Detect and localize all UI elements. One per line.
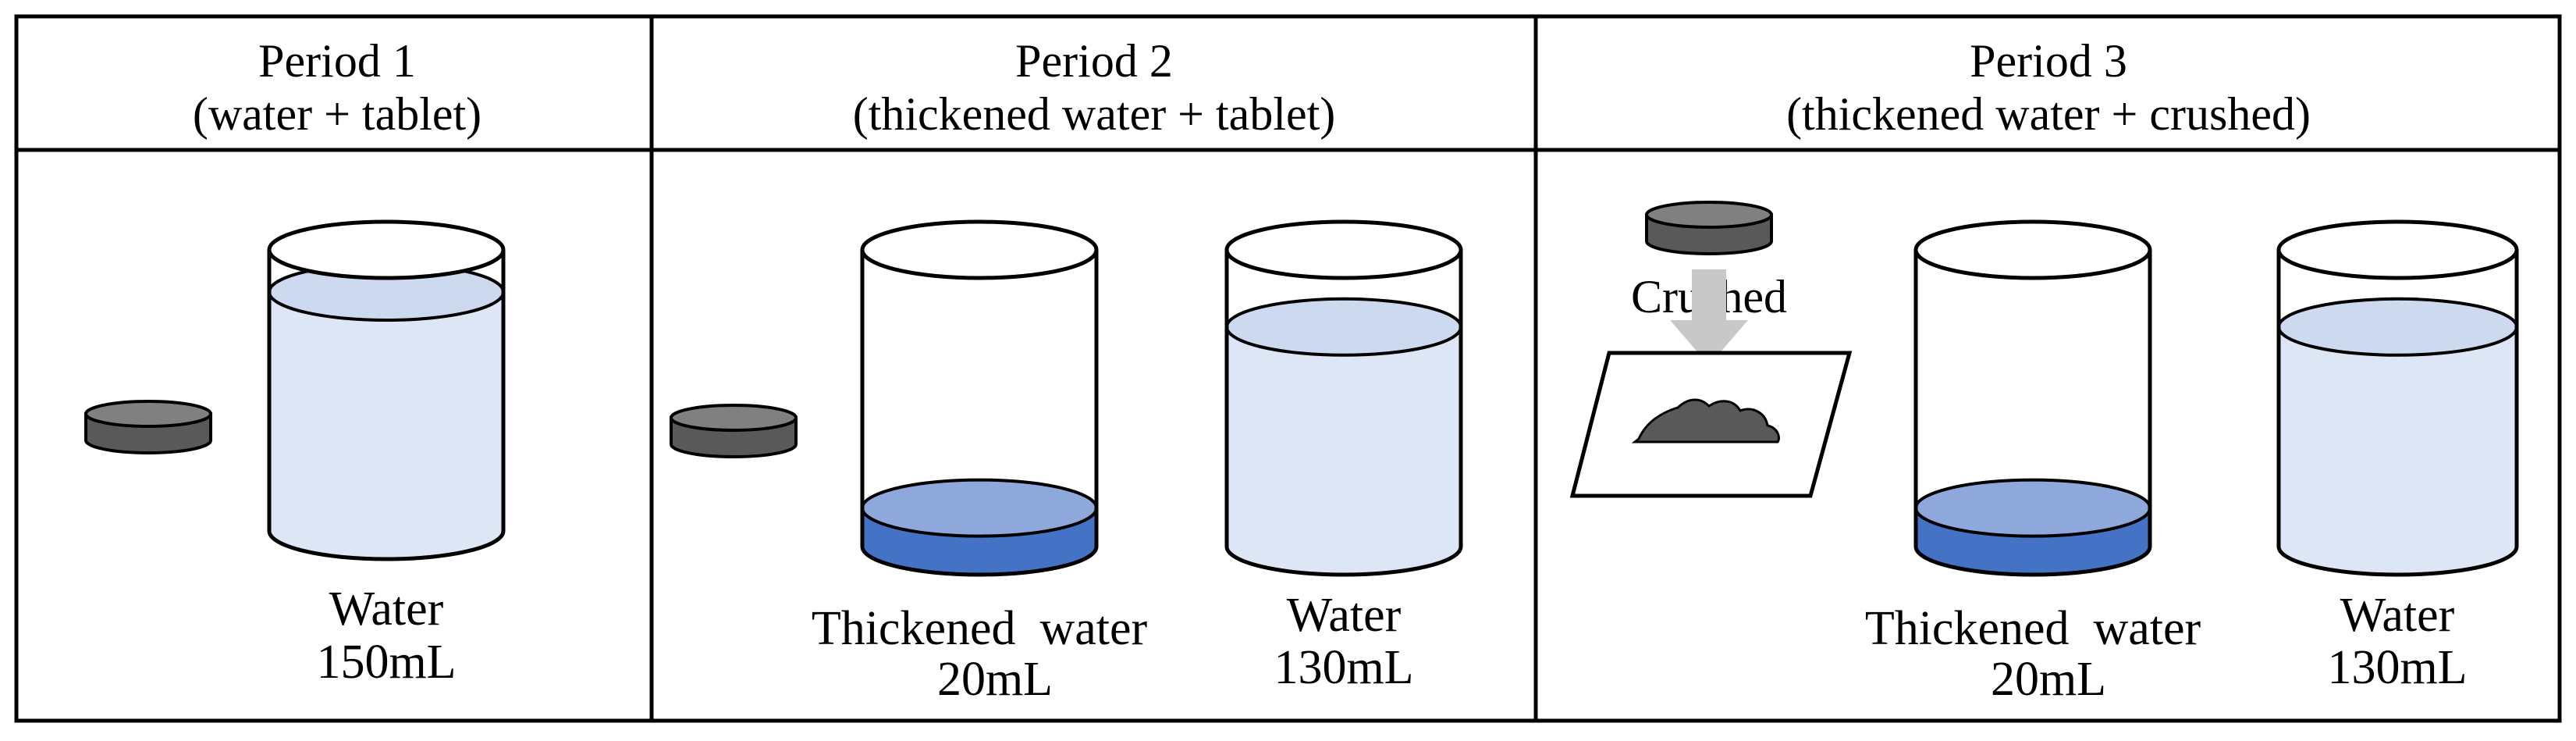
period-2-subtitle: (thickened water + tablet)	[853, 88, 1336, 140]
period-3-water-label-1: Water	[2340, 589, 2455, 642]
crush-arrow-head	[1670, 320, 1748, 365]
beaker-bottom	[1913, 546, 2152, 577]
period-2-thickened-beaker	[860, 219, 1099, 577]
period-1-water-beaker	[267, 219, 506, 561]
period-1-header: Period 1 (water + tablet)	[193, 35, 481, 140]
period-1-beaker-label-1: Water	[329, 582, 444, 636]
period-1-subtitle: (water + tablet)	[193, 88, 481, 140]
beaker-bottom	[1224, 546, 1463, 577]
crush-arrow-shaft	[1692, 269, 1726, 324]
period-2-thickened-label-1: Thickened water	[812, 602, 1148, 655]
liquid-surface	[1225, 297, 1462, 357]
period-2-header: Period 2 (thickened water + tablet)	[853, 35, 1336, 140]
crush-arrow	[1670, 269, 1748, 365]
crushed-tablet-powder-icon	[1631, 398, 1780, 444]
beaker-rim	[1913, 219, 2152, 280]
liquid-body	[269, 292, 503, 559]
beaker-rim	[267, 219, 506, 280]
liquid-body	[1227, 326, 1461, 575]
beaker-bottom	[860, 546, 1099, 577]
table-frame	[14, 14, 2562, 723]
period-3-thickened-label-1: Thickened water	[1865, 602, 2201, 655]
period-3-title: Period 3	[1970, 35, 2127, 87]
period-1-beaker-label-2: 150mL	[316, 636, 456, 689]
period-3-thickened-beaker	[1913, 219, 2152, 577]
period-1-tablet	[84, 400, 212, 454]
beaker-rim	[860, 219, 1099, 280]
period-3-water-beaker	[2276, 219, 2519, 577]
period-2-title: Period 2	[1015, 35, 1173, 87]
period-3-header: Period 3 (thickened water + crushed)	[1786, 35, 2311, 140]
tablet-icon	[84, 400, 212, 428]
period-3-thickened-label-2: 20mL	[1991, 653, 2106, 706]
period-3-subtitle: (thickened water + crushed)	[1786, 88, 2311, 140]
tablet-icon	[670, 404, 798, 432]
tablet-icon	[1645, 201, 1773, 229]
beaker-rim	[1224, 219, 1463, 280]
period-3-water-label-2: 130mL	[2327, 641, 2467, 694]
liquid-surface	[2277, 297, 2518, 357]
beaker-bottom	[267, 530, 506, 561]
liquid-surface	[1914, 478, 2151, 538]
period-2-tablet	[670, 404, 798, 458]
period-3-tablet	[1645, 201, 1773, 255]
period-2-thickened-label-2: 20mL	[937, 653, 1053, 706]
beaker-rim	[2276, 219, 2519, 280]
period-2-water-label-1: Water	[1287, 589, 1402, 642]
period-2-water-label-2: 130mL	[1274, 641, 1413, 694]
liquid-body	[2279, 326, 2517, 575]
period-1-title: Period 1	[258, 35, 416, 87]
period-2-water-beaker	[1224, 219, 1463, 577]
beaker-bottom	[2276, 546, 2519, 577]
crushed-paper	[1569, 351, 1853, 498]
liquid-surface	[861, 478, 1098, 538]
